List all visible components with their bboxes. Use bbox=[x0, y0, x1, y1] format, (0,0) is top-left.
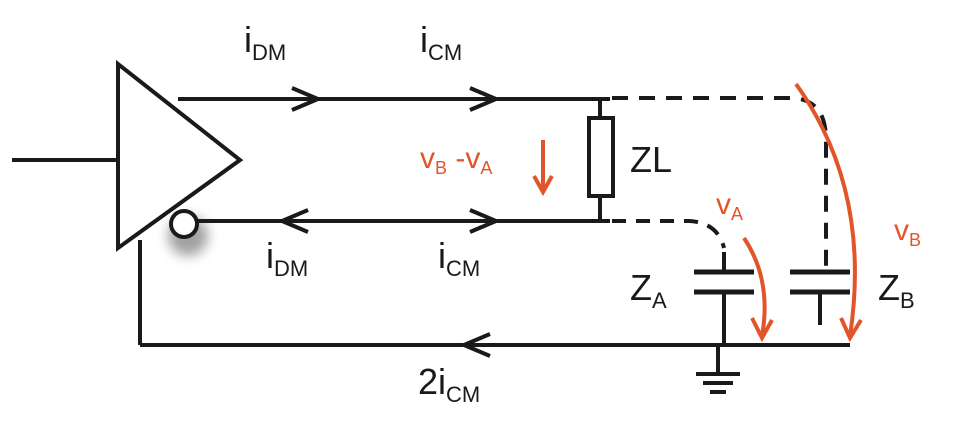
label-load: ZL bbox=[630, 139, 672, 180]
arrow-idm-bottom bbox=[276, 208, 309, 234]
label-vdiff: vB -vA bbox=[420, 142, 492, 178]
label-vb: vB bbox=[894, 214, 921, 250]
driver-amplifier bbox=[116, 59, 244, 252]
label-za: ZA bbox=[630, 267, 667, 313]
vb-arrow-head bbox=[839, 317, 863, 343]
arrow-idm-top bbox=[291, 86, 324, 112]
vb-arrow-curve bbox=[794, 82, 857, 337]
arrow-return bbox=[458, 332, 491, 358]
label-icm-top: iCM bbox=[420, 19, 462, 65]
label-return-current: 2iCM bbox=[418, 361, 480, 407]
label-idm-bottom: iDM bbox=[266, 235, 308, 281]
stray-path-a bbox=[612, 219, 726, 249]
label-idm-top: iDM bbox=[244, 19, 286, 65]
arrow-icm-top bbox=[469, 86, 502, 112]
va-arrow-curve bbox=[742, 236, 767, 337]
load-resistor bbox=[587, 116, 615, 198]
inverting-bubble bbox=[169, 209, 199, 239]
stray-path-b bbox=[612, 96, 828, 272]
va-arrow-head bbox=[750, 317, 774, 343]
label-va: vA bbox=[716, 188, 743, 224]
vdiff-arrow-head bbox=[532, 175, 554, 197]
arrow-icm-bottom bbox=[469, 208, 502, 234]
label-zb: ZB bbox=[878, 267, 915, 313]
label-icm-bottom: iCM bbox=[438, 235, 480, 281]
